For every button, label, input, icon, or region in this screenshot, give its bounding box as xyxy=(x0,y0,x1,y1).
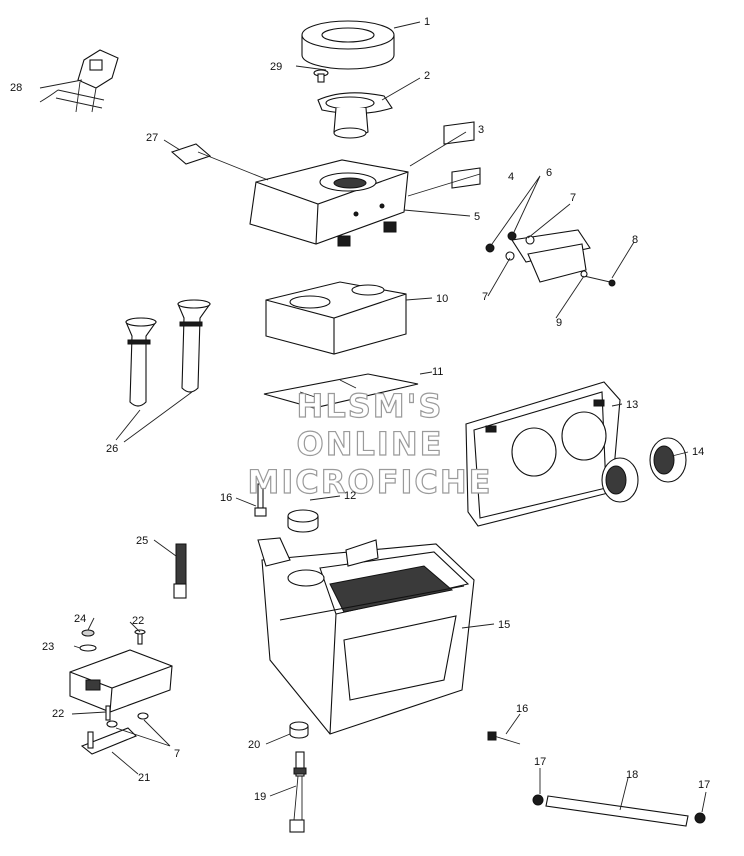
callout-9: 9 xyxy=(556,317,562,329)
part-foam-ring xyxy=(301,20,395,70)
part-airbox-panel xyxy=(465,381,621,527)
callout-28: 28 xyxy=(10,82,22,94)
callout-4: 4 xyxy=(508,171,514,183)
part-drain-tube xyxy=(289,751,307,833)
part-module-box xyxy=(69,649,173,713)
callout-17-left: 17 xyxy=(534,756,546,768)
callout-18: 18 xyxy=(626,769,638,781)
watermark-line-3: MICROFICHE xyxy=(248,463,493,501)
leader-lines xyxy=(39,21,707,813)
callout-17-right: 17 xyxy=(698,779,710,791)
callout-25: 25 xyxy=(136,535,148,547)
part-intake-horns xyxy=(125,299,211,407)
part-bracket-21 xyxy=(80,705,149,755)
part-airbox-base xyxy=(257,537,475,735)
part-intake-boots xyxy=(601,437,687,503)
callout-20: 20 xyxy=(248,739,260,751)
callout-11: 11 xyxy=(432,366,443,378)
part-decals-3-4 xyxy=(443,121,481,189)
callout-7-upper: 7 xyxy=(570,192,576,204)
callout-labels: 1 29 2 28 27 3 4 5 6 7 7 8 9 10 11 26 13… xyxy=(10,16,710,803)
part-intake-adapter xyxy=(317,92,393,139)
callout-1: 1 xyxy=(424,16,430,28)
part-sensor-harness xyxy=(39,49,119,113)
callout-12: 12 xyxy=(344,490,356,502)
part-push-rivet xyxy=(313,69,329,83)
part-mount-hardware xyxy=(485,229,616,287)
callout-10: 10 xyxy=(436,293,448,305)
callout-3: 3 xyxy=(478,124,484,136)
callout-22-lower: 22 xyxy=(52,708,64,720)
callout-7-bracket: 7 xyxy=(174,748,180,760)
callout-27: 27 xyxy=(146,132,158,144)
part-foam-block xyxy=(265,281,407,355)
callout-21: 21 xyxy=(138,772,150,784)
callout-15: 15 xyxy=(498,619,510,631)
callout-6: 6 xyxy=(546,167,552,179)
watermark-line-1: HLSM'S xyxy=(297,387,444,425)
part-grommet xyxy=(289,721,309,739)
callout-16-upper: 16 xyxy=(220,492,232,504)
callout-23: 23 xyxy=(42,641,54,653)
part-cap xyxy=(287,509,319,533)
callout-2: 2 xyxy=(424,70,430,82)
part-gasket-plate xyxy=(263,373,419,409)
callout-7-lower: 7 xyxy=(482,291,488,303)
callout-19: 19 xyxy=(254,791,266,803)
callout-24: 24 xyxy=(74,613,86,625)
part-decal-27 xyxy=(170,143,212,165)
part-airbox-cover xyxy=(249,159,409,247)
part-bolt-upper xyxy=(254,483,267,517)
callout-14: 14 xyxy=(692,446,704,458)
watermark-line-2: ONLINE xyxy=(297,425,444,463)
callout-29: 29 xyxy=(270,61,282,73)
callout-22-upper: 22 xyxy=(132,615,144,627)
part-washers-screws xyxy=(79,629,146,652)
part-hose-clamps xyxy=(532,794,706,827)
part-latch xyxy=(173,543,187,599)
callout-13: 13 xyxy=(626,399,638,411)
callout-26: 26 xyxy=(106,443,118,455)
callout-8: 8 xyxy=(632,234,638,246)
part-pin-lower xyxy=(487,731,521,745)
callout-5: 5 xyxy=(474,211,480,223)
watermark: HLSM'S ONLINE MICROFICHE xyxy=(247,386,493,501)
callout-16-lower: 16 xyxy=(516,703,528,715)
